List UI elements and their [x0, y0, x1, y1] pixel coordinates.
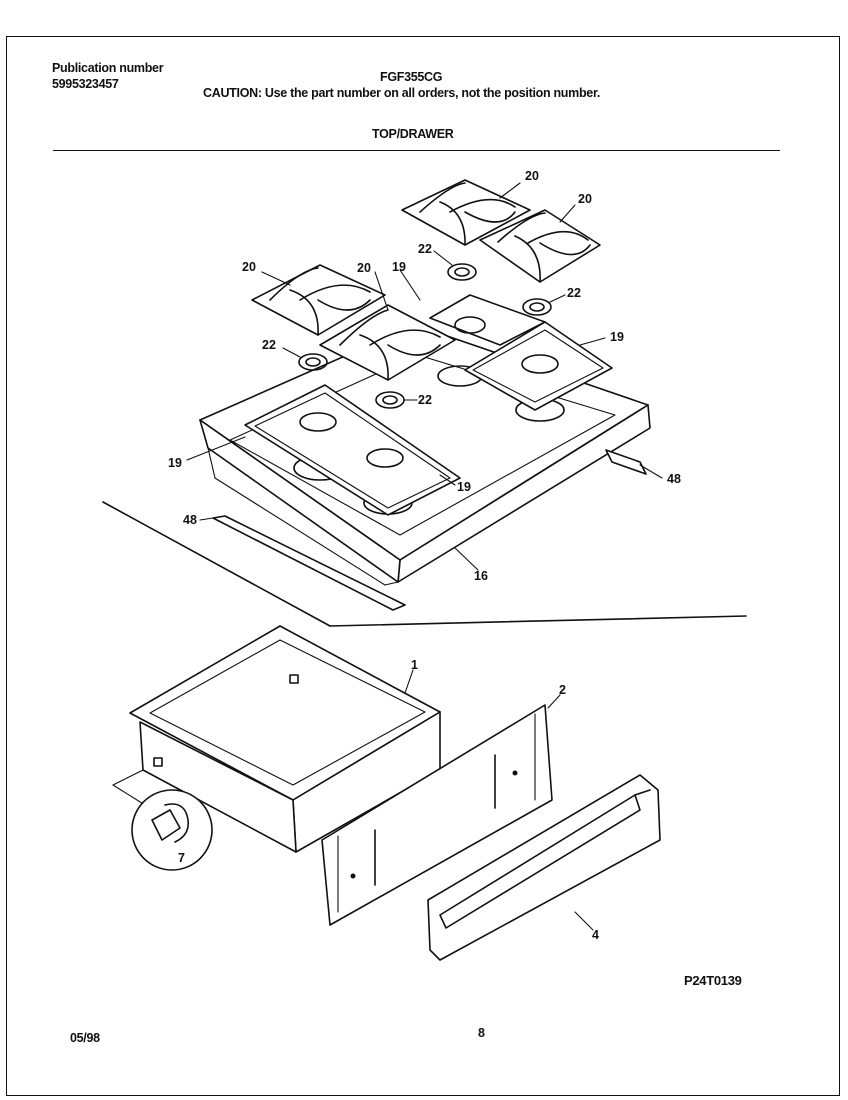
- grate-illustrations: [251, 179, 601, 381]
- model-number: FGF355CG: [380, 70, 443, 84]
- publication-label: Publication number: [52, 61, 164, 75]
- callout-trim-strip-right: 48: [667, 472, 681, 486]
- revision-date: 05/98: [70, 1031, 100, 1045]
- callout-gasket-3: 19: [168, 456, 182, 470]
- callout-grate-3: 20: [525, 169, 539, 183]
- page-frame: [6, 36, 840, 1096]
- drawer-illustration: [112, 625, 441, 853]
- callout-burner-ring-4: 22: [418, 393, 432, 407]
- callout-gasket-4: 19: [457, 480, 471, 494]
- page-number: 8: [478, 1026, 485, 1040]
- callout-burner-ring-3: 22: [262, 338, 276, 352]
- publication-number: 5995323457: [52, 77, 119, 91]
- section-title: TOP/DRAWER: [372, 127, 454, 141]
- callout-drawer-roller: 7: [178, 851, 185, 865]
- burner-ring-illustrations: [298, 263, 552, 409]
- caution-note: CAUTION: Use the part number on all orde…: [203, 86, 600, 100]
- callout-drawer-handle-panel: 4: [592, 928, 599, 942]
- callout-grate-2: 20: [357, 261, 371, 275]
- leader-lines: [186, 182, 663, 931]
- callout-drawer: 1: [411, 658, 418, 672]
- callout-gasket-1: 19: [392, 260, 406, 274]
- callout-cooktop: 16: [474, 569, 488, 583]
- callout-grate-4: 20: [578, 192, 592, 206]
- callout-burner-ring-1: 22: [418, 242, 432, 256]
- drawer-front-panel-illustration: [321, 704, 553, 926]
- callout-trim-strip-left: 48: [183, 513, 197, 527]
- callout-burner-ring-2: 22: [567, 286, 581, 300]
- gasket-illustrations: [244, 294, 613, 516]
- roller-detail-illustration: [131, 789, 213, 871]
- callout-grate-1: 20: [242, 260, 256, 274]
- callout-gasket-2: 19: [610, 330, 624, 344]
- drawer-handle-panel-illustration: [427, 774, 661, 961]
- front-trim-illustration: [102, 501, 747, 627]
- figure-id: P24T0139: [684, 973, 742, 988]
- header-divider: [53, 150, 780, 151]
- callout-drawer-front-panel: 2: [559, 683, 566, 697]
